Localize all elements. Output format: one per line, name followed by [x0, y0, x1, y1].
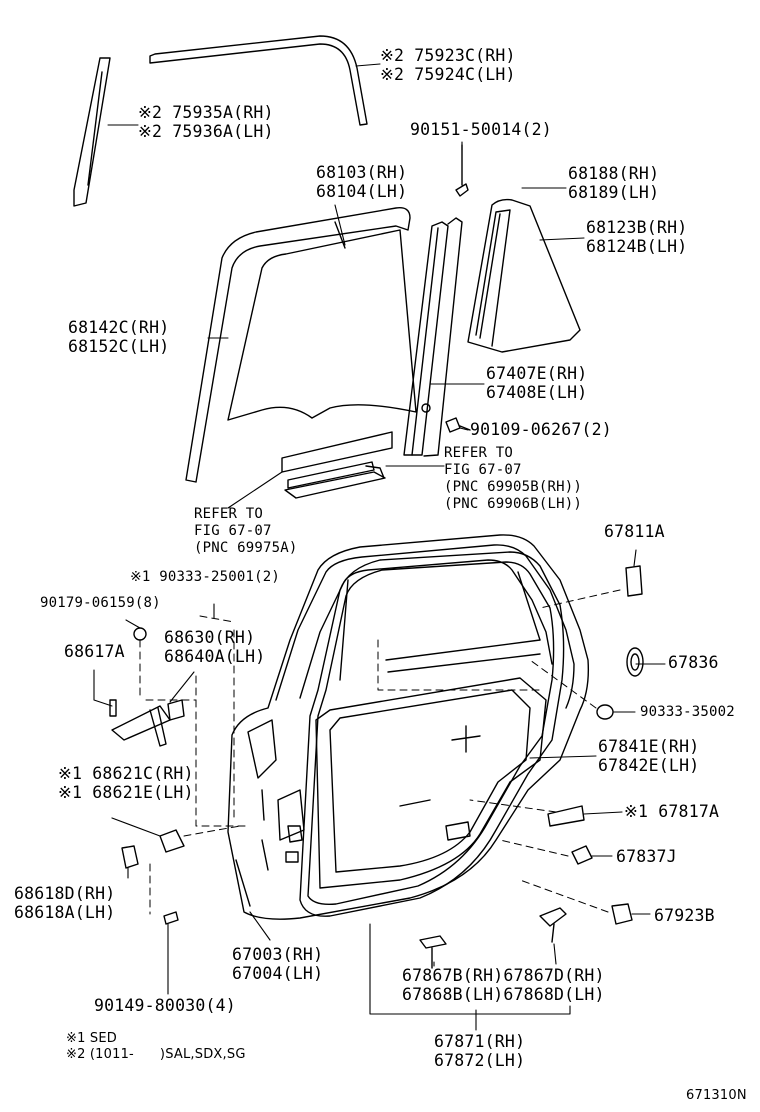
footnotes: ※1 SED※2 (1011- )SAL,SDX,SG — [66, 1031, 246, 1063]
refer-text: FIG 67-07 — [194, 523, 272, 539]
part-number: 67867B(RH)67867D(RH) — [402, 966, 605, 985]
part-number: ※1 90333-25001(2) — [130, 569, 280, 585]
label-68621: ※1 68621C(RH)※1 68621E(LH) — [58, 764, 194, 802]
label-90149: 90149-80030(4) — [94, 996, 236, 1015]
label-68618: 68618D(RH)68618A(LH) — [14, 884, 115, 922]
refer-text: (PNC 69975A) — [194, 540, 298, 556]
part-number: ※1 68621E(LH) — [58, 783, 194, 802]
label-67841: 67841E(RH)67842E(LH) — [598, 737, 699, 775]
label-67923: 67923B — [654, 906, 715, 925]
weatherstrip-67871 — [299, 551, 565, 917]
part-number: 90179-06159(8) — [40, 595, 161, 611]
label-90333-35002: 90333-35002 — [640, 704, 735, 721]
refer-text: (PNC 69905B(RH)) — [444, 479, 583, 495]
label-68188: 68188(RH)68189(LH) — [568, 164, 659, 202]
refer-text: REFER TO — [444, 445, 514, 461]
leader-lines — [93, 63, 666, 1031]
door-glass-68103 — [227, 221, 417, 421]
hinge-68621 — [121, 829, 185, 925]
part-number: 68640A(LH) — [164, 647, 266, 666]
part-number: 67811A — [604, 522, 665, 541]
label-90151: 90151-50014(2) — [410, 120, 552, 139]
part-number: 68142C(RH) — [68, 318, 170, 337]
label-90179: 90179-06159(8) — [40, 595, 161, 612]
label-75935: ※2 75935A(RH)※2 75936A(LH) — [138, 103, 274, 141]
label-75923: ※2 75923C(RH)※2 75924C(LH) — [380, 46, 516, 84]
part-number: 68123B(RH) — [586, 218, 688, 237]
refer-text: (PNC 69906B(LH)) — [444, 496, 583, 512]
run-channel-68142 — [185, 207, 411, 483]
roof-moulding-75923 — [149, 35, 368, 126]
part-number: 67407E(RH) — [486, 364, 588, 383]
small-parts-right — [419, 565, 644, 969]
part-number: 68618D(RH) — [14, 884, 116, 903]
pillar-moulding-75935 — [73, 57, 111, 207]
door-panel-67003 — [227, 534, 590, 920]
label-67871: 67871(RH)67872(LH) — [434, 1032, 525, 1070]
part-number: 67872(LH) — [434, 1051, 526, 1070]
part-number: 68189(LH) — [568, 183, 660, 202]
refer-text: REFER TO — [194, 506, 264, 522]
part-number: 90333-35002 — [640, 704, 735, 720]
label-68123: 68123B(RH)68124B(LH) — [586, 218, 687, 256]
part-number: 90109-06267(2) — [470, 420, 612, 439]
part-number: 67871(RH) — [434, 1032, 526, 1051]
part-number: 68152C(LH) — [68, 337, 170, 356]
part-number: 68618A(LH) — [14, 903, 116, 922]
part-number: 67004(LH) — [232, 964, 324, 983]
part-number: 68124B(LH) — [586, 237, 688, 256]
label-67811: 67811A — [604, 522, 665, 541]
part-number: ※1 67817A — [624, 802, 720, 821]
part-number: 68104(LH) — [316, 182, 408, 201]
part-number: 68617A — [64, 642, 125, 661]
part-number: 67408E(LH) — [486, 383, 588, 402]
label-67837: 67837J — [616, 847, 677, 866]
part-number: ※2 75935A(RH) — [138, 103, 274, 122]
label-68630: 68630(RH)68640A(LH) — [164, 628, 265, 666]
part-number: 67003(RH) — [232, 945, 324, 964]
part-number: 68630(RH) — [164, 628, 256, 647]
part-number: 67837J — [616, 847, 677, 866]
dashed-guides — [139, 589, 621, 915]
part-number: 90151-50014(2) — [410, 120, 552, 139]
label-90333-25001: ※1 90333-25001(2) — [130, 569, 280, 586]
regulator-parts — [281, 431, 393, 499]
refer-text: FIG 67-07 — [444, 462, 522, 478]
label-68142: 68142C(RH)68152C(LH) — [68, 318, 169, 356]
division-bar-67407 — [403, 217, 463, 457]
part-number: 90149-80030(4) — [94, 996, 236, 1015]
label-67407: 67407E(RH)67408E(LH) — [486, 364, 587, 402]
part-number: ※2 75924C(LH) — [380, 65, 516, 84]
quarter-glass-68123 — [467, 198, 581, 353]
part-number: 67836 — [668, 653, 719, 672]
part-number: 67868B(LH)67868D(LH) — [402, 985, 605, 1004]
part-number: ※2 75936A(LH) — [138, 122, 274, 141]
label-67836: 67836 — [668, 653, 719, 672]
bolt-90151 — [455, 144, 469, 197]
label-67003: 67003(RH)67004(LH) — [232, 945, 323, 983]
part-number: ※1 68621C(RH) — [58, 764, 194, 783]
part-number: 67841E(RH) — [598, 737, 700, 756]
part-number: ※2 75923C(RH) — [380, 46, 516, 65]
label-68103: 68103(RH)68104(LH) — [316, 163, 407, 201]
part-number: 68103(RH) — [316, 163, 408, 182]
label-68617: 68617A — [64, 642, 125, 661]
label-90109: 90109-06267(2) — [470, 420, 612, 439]
footnote: ※1 SED — [66, 1031, 117, 1046]
part-number: 67842E(LH) — [598, 756, 700, 775]
part-number: 67923B — [654, 906, 715, 925]
label-67817: ※1 67817A — [624, 802, 719, 821]
figure-code: 671310N — [686, 1088, 747, 1103]
label-67867: 67867B(RH)67867D(RH)67868B(LH)67868D(LH) — [402, 966, 605, 1004]
door-check-68630 — [109, 627, 185, 747]
footnote: ※2 (1011- )SAL,SDX,SG — [66, 1047, 246, 1062]
part-number: 68188(RH) — [568, 164, 660, 183]
